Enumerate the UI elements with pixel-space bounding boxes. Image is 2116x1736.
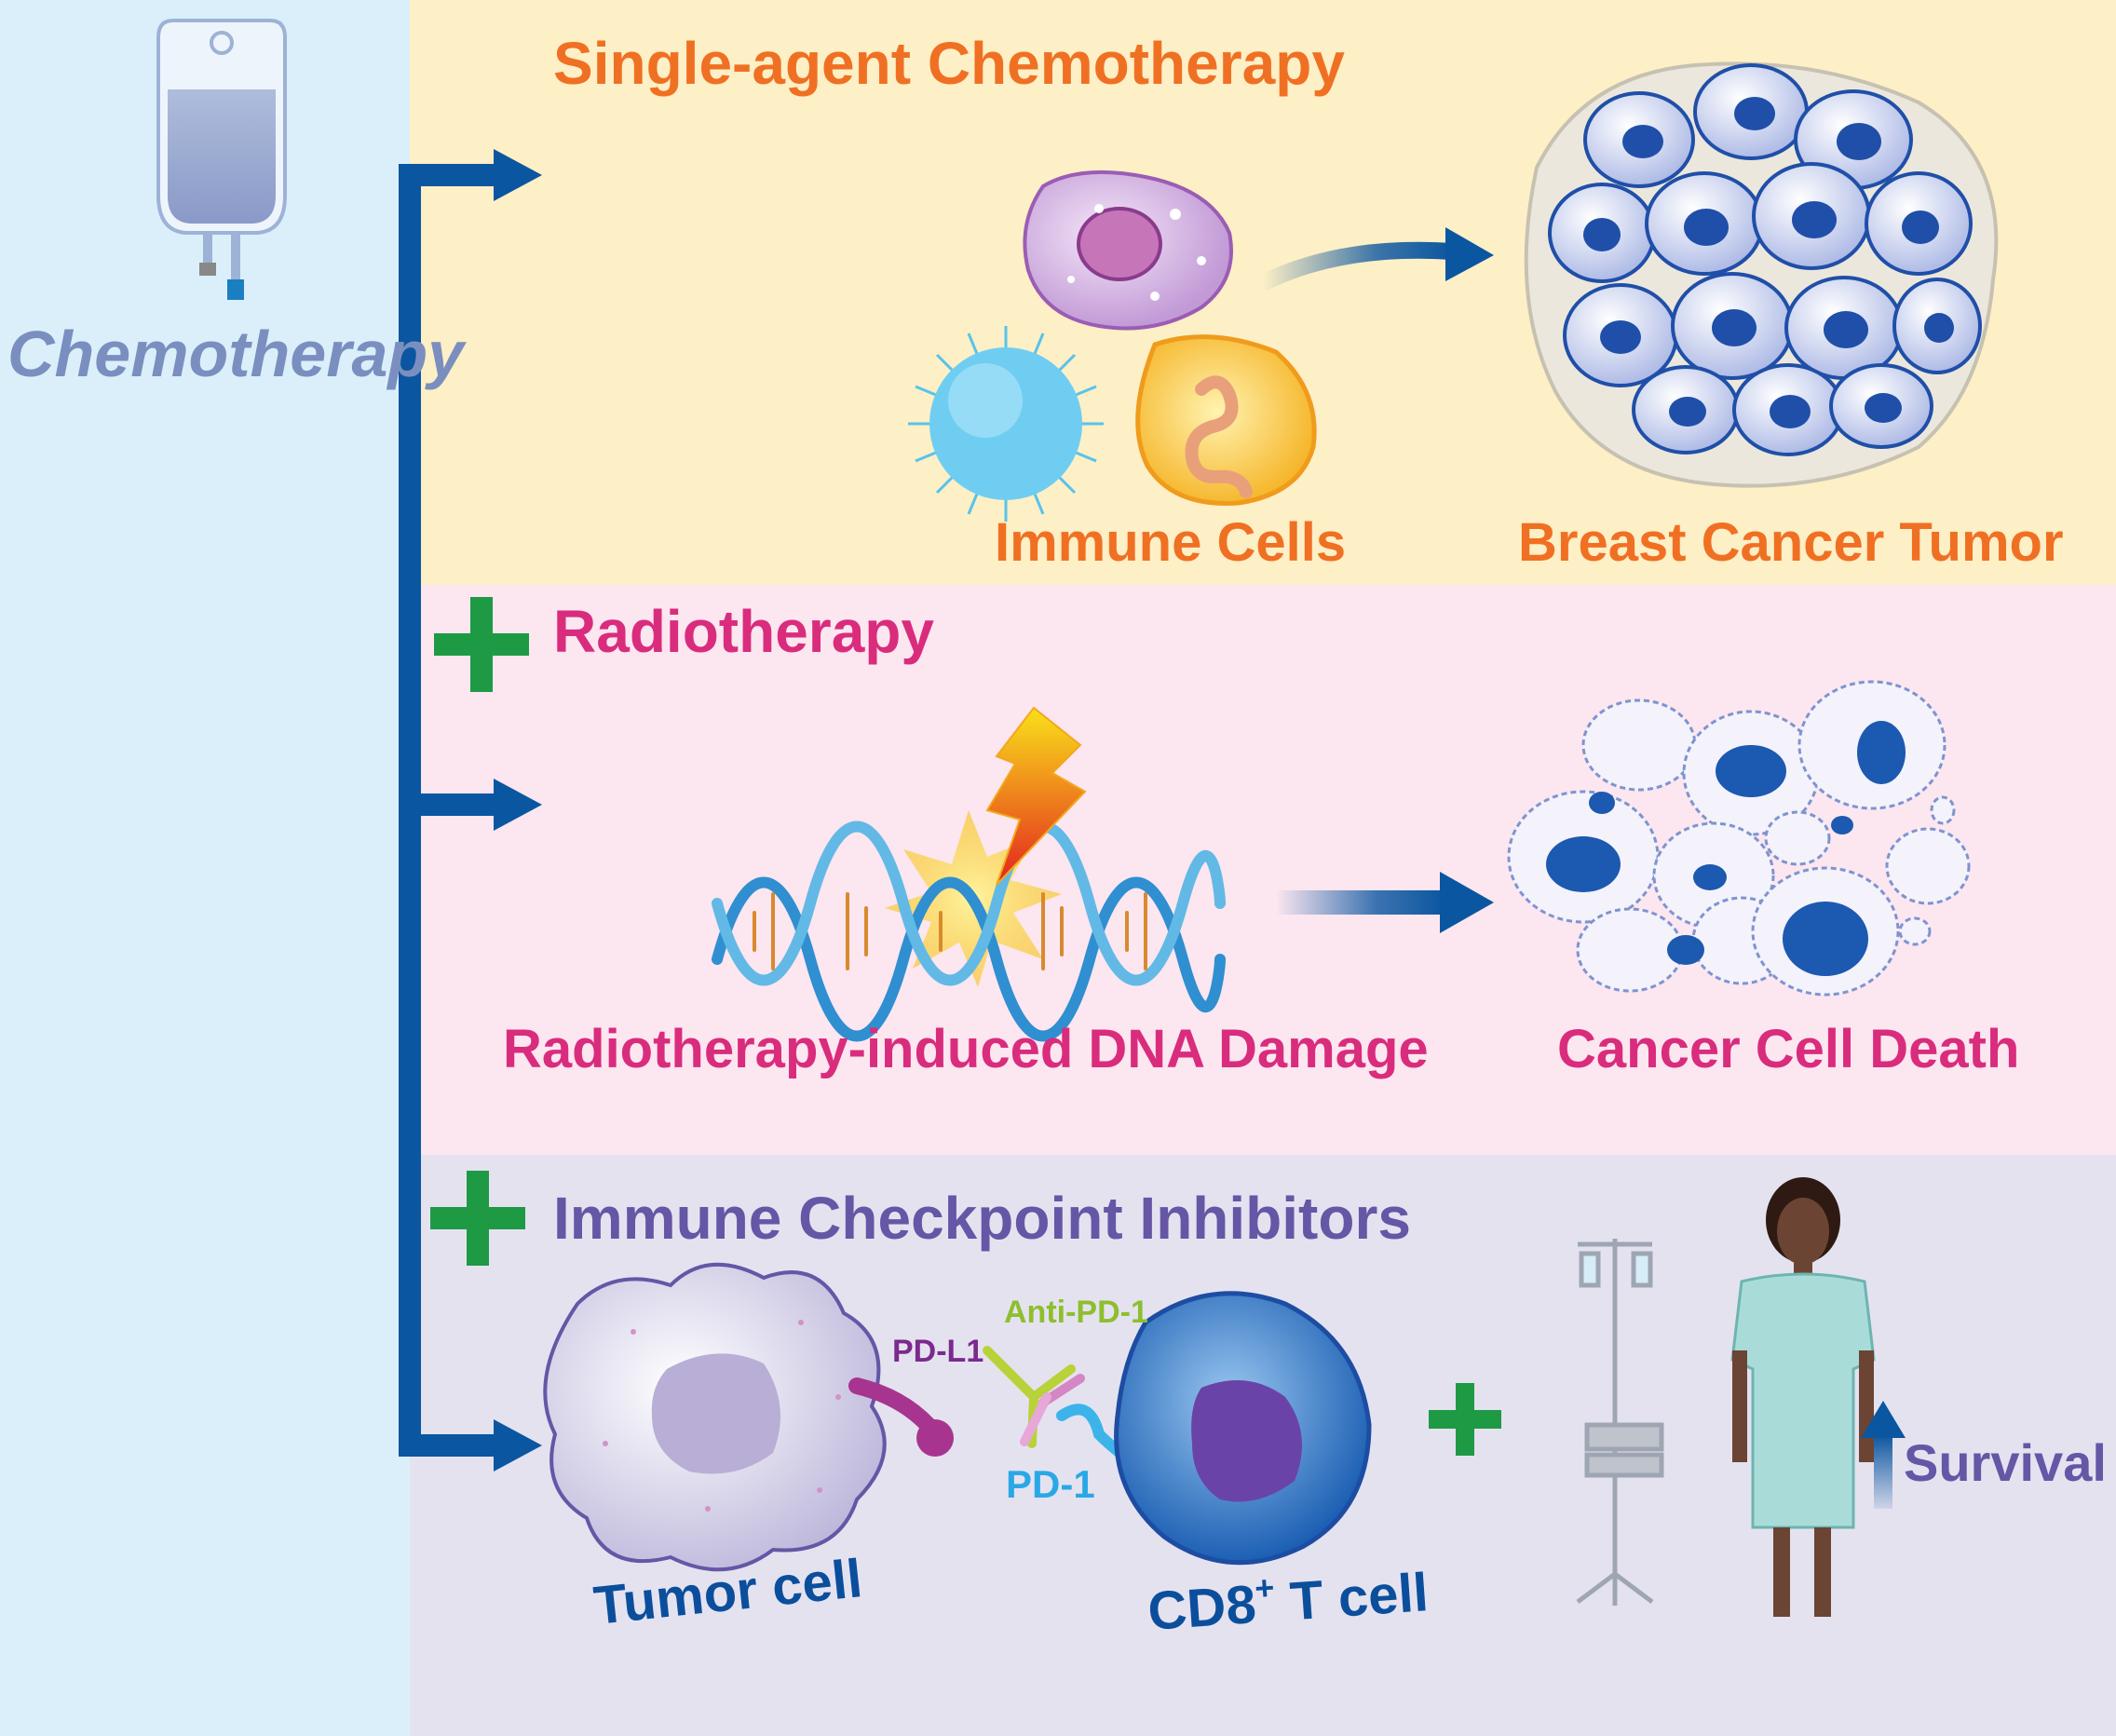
cd8-t-cell [1114,1291,1372,1566]
radio-title: Radiotherapy [553,598,934,665]
tcell-label-main: CD8 [1146,1574,1257,1642]
plus-icon-ici [430,1171,525,1266]
dna-damage-label: Radiotherapy-induced DNA Damage [503,1019,1429,1079]
plus-icon-survival [1429,1383,1501,1456]
anti-pd-1-antibody [983,1346,1085,1448]
immune-cell-purple [1023,170,1233,331]
tcell-label: CD8+ T cell [1146,1557,1431,1642]
cancer-cell-death [1507,680,1971,997]
chemo-arrow [1258,241,1454,292]
pd-l1-label: PD-L1 [892,1334,983,1369]
breast-cancer-tumor [1524,61,1999,488]
chemo-title: Single-agent Chemotherapy [553,30,1345,97]
ici-title: Immune Checkpoint Inhibitors [553,1185,1411,1252]
left-title: Chemotherapy [7,318,467,390]
anti-pd-1-label: Anti-PD-1 [1004,1295,1148,1330]
survival-arrow-head [1861,1401,1906,1438]
plus-icon-radio [434,597,529,692]
left-panel-bg [0,0,410,1736]
radio-arrow [1276,890,1444,915]
iv-bag-icon [156,19,287,300]
cell-death-label: Cancer Cell Death [1557,1019,2019,1079]
tumor-label: Breast Cancer Tumor [1518,512,2064,573]
tumor-cell [543,1262,887,1572]
survival-label: Survival [1904,1433,2107,1492]
immune-cell-blue-spiky [908,326,1104,522]
chemo-arrow-head [1445,227,1494,281]
survival-arrow-shaft [1874,1434,1892,1509]
tcell-label-suffix: T cell [1273,1562,1431,1633]
radio-arrow-head [1440,872,1494,933]
iv-pole-icon [1576,1239,1664,1606]
pd-1-label: PD-1 [1006,1462,1095,1506]
flow-arrows [399,149,542,1472]
patient-figure [1730,1177,1876,1617]
dna-helix-icon [712,821,1226,1042]
immune-cell-yellow [1135,334,1317,506]
pd-l1-receptor [848,1377,954,1457]
lightning-bolt-icon [985,706,1087,886]
tcell-label-sup: + [1254,1568,1276,1607]
immune-cells-label: Immune Cells [995,512,1346,573]
